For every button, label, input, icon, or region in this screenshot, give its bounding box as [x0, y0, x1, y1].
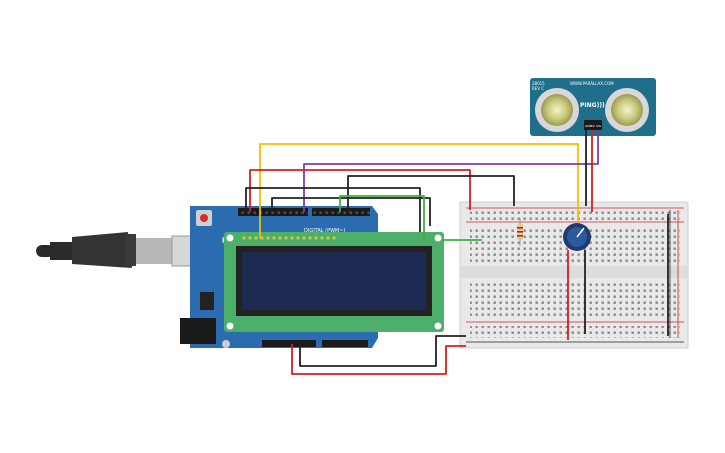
wire-black-right [347, 175, 515, 212]
sensor-url: WWW.PARALLAX.COM [570, 81, 614, 86]
wire-red-bottom [291, 344, 466, 375]
wire-black-top [245, 187, 421, 232]
sensor-pin-sig: SIG [596, 124, 602, 128]
wires [245, 130, 669, 375]
usb-cable [36, 232, 215, 268]
wire-red-top [249, 169, 471, 212]
wire-black-bottom [299, 335, 466, 367]
lcd-module [224, 232, 444, 332]
wire-green [339, 195, 425, 240]
digital-label: DIGITAL (PWM~) [304, 228, 346, 234]
power-jack [180, 318, 216, 344]
lcd-screen [242, 252, 426, 310]
sensor-pin-gnd: GND [585, 124, 593, 128]
resistor [517, 218, 523, 246]
ultrasonic-sensor: 28015 REV C WWW.PARALLAX.COM PING))) GND… [530, 78, 656, 136]
power-header [262, 340, 316, 347]
sensor-name: PING))) [580, 102, 605, 109]
wire-yellow [259, 143, 579, 238]
sensor-model: 28015 [532, 81, 545, 86]
analog-header [322, 340, 368, 347]
sensor-header [584, 120, 602, 130]
sensor-revision: REV C [532, 86, 544, 91]
wire-black-mid [271, 197, 431, 226]
sensor-pin-5v: 5V [591, 124, 596, 128]
potentiometer [563, 223, 591, 251]
